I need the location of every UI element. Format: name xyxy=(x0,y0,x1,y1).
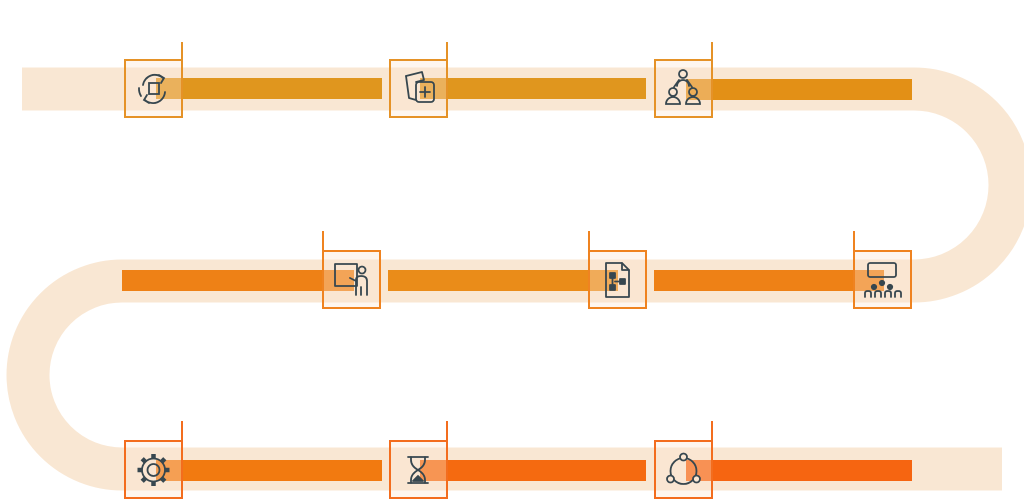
bar-row1-seg1 xyxy=(156,78,382,99)
step-box xyxy=(853,250,912,309)
hourglass-icon xyxy=(407,456,429,484)
bar-row2-seg3 xyxy=(654,270,884,291)
presentation-icon xyxy=(334,263,368,296)
step-7 xyxy=(124,421,183,499)
step-4 xyxy=(322,231,381,309)
step-box xyxy=(654,440,713,499)
add-document-icon xyxy=(405,71,435,103)
bar-row2-seg2 xyxy=(388,270,618,291)
step-box xyxy=(654,59,713,118)
cycle-icon xyxy=(138,73,166,104)
training-session-icon xyxy=(864,262,902,298)
step-2 xyxy=(389,42,448,118)
gear-icon xyxy=(137,454,170,486)
step-box xyxy=(389,59,448,118)
step-3 xyxy=(654,42,713,118)
step-8 xyxy=(389,421,448,499)
step-box xyxy=(124,440,183,499)
bar-row3-seg1 xyxy=(156,460,382,481)
network-cycle-icon xyxy=(666,452,701,485)
team-hierarchy-icon xyxy=(665,69,701,105)
step-box xyxy=(124,59,183,118)
bar-row3-seg2 xyxy=(420,460,646,481)
step-9 xyxy=(654,421,713,499)
step-1 xyxy=(124,42,183,118)
step-box xyxy=(389,440,448,499)
bar-row3-seg3 xyxy=(686,460,912,481)
workflow-document-icon xyxy=(605,262,630,298)
step-6 xyxy=(853,231,912,309)
bar-row1-seg2 xyxy=(420,78,646,99)
step-box xyxy=(588,250,647,309)
bar-row2-seg1 xyxy=(122,270,354,291)
bar-row1-seg3 xyxy=(686,79,912,100)
step-5 xyxy=(588,231,647,309)
